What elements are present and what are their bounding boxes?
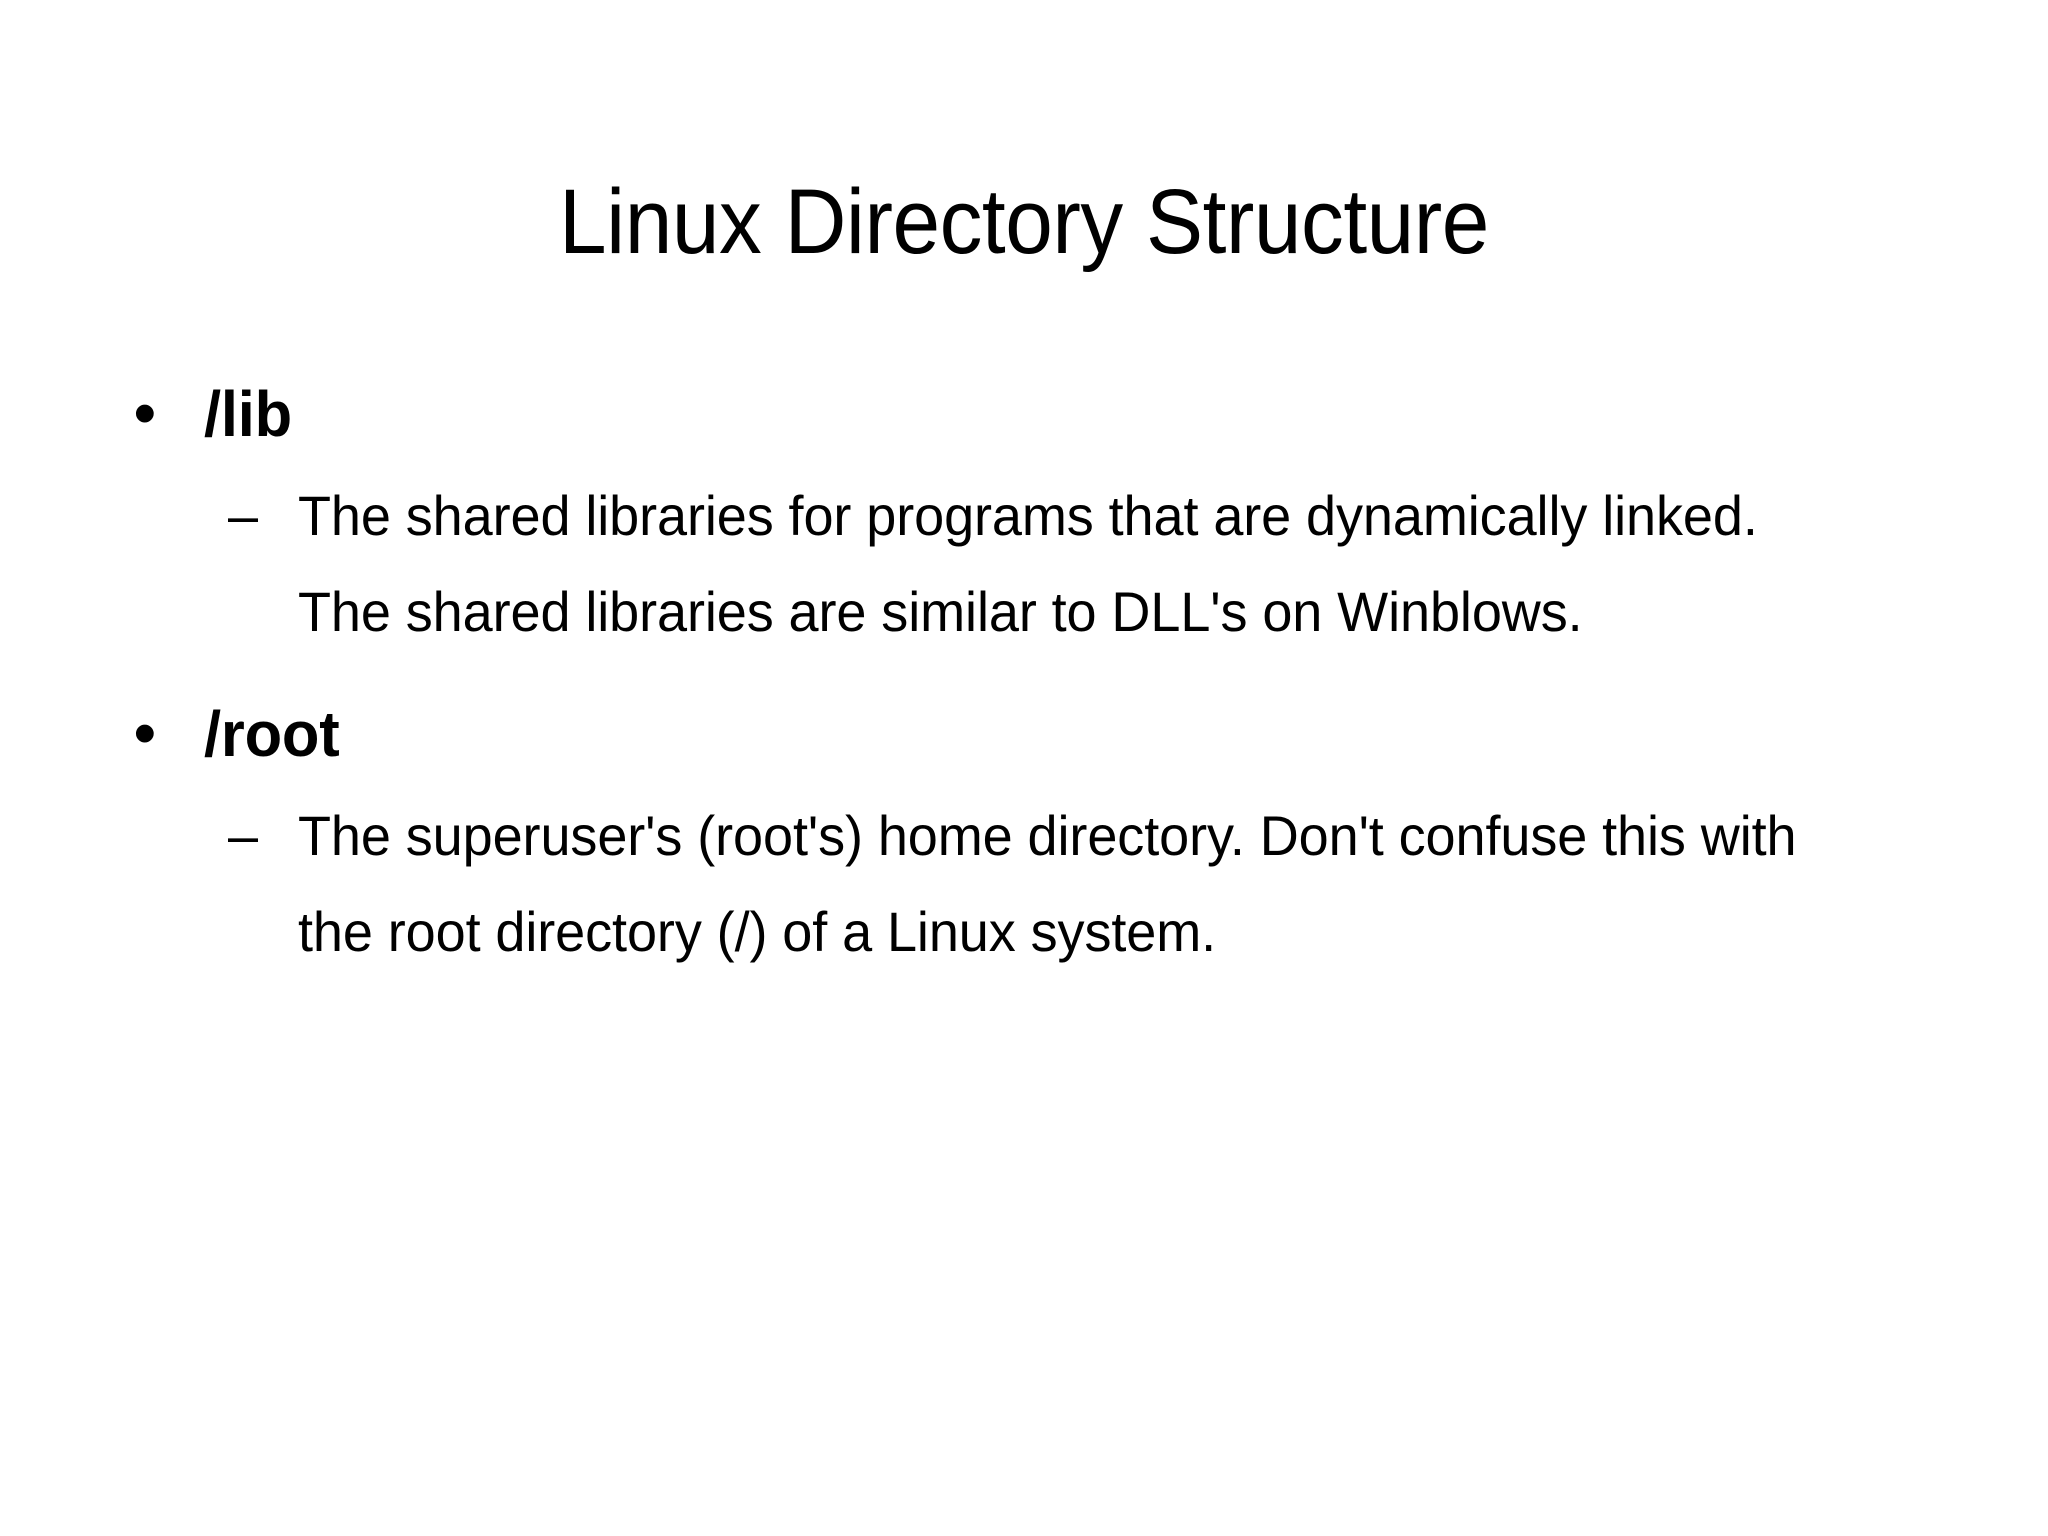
bullet-dash-icon: – — [228, 486, 259, 546]
sub-bullet-item-lib: – The shared libraries for programs that… — [120, 468, 1950, 660]
bullet-item-lib: • /lib — [120, 370, 1950, 458]
bullet-dash-icon: – — [228, 806, 259, 866]
sub-bullet-text-lib: The shared libraries for programs that a… — [298, 484, 1758, 643]
page-title: Linux Directory Structure — [559, 170, 1489, 273]
sub-bullet-item-root: – The superuser's (root's) home director… — [120, 788, 1950, 980]
bullet-item-root: • /root — [120, 690, 1950, 778]
group-spacer — [120, 660, 1950, 690]
bullet-dot-icon: • — [134, 379, 156, 448]
bullet-label-lib: /lib — [204, 378, 292, 450]
bullet-dot-icon: • — [134, 699, 156, 768]
bullet-label-root: /root — [204, 698, 340, 770]
slide-body: • /lib – The shared libraries for progra… — [120, 370, 1950, 980]
sub-bullet-text-root: The superuser's (root's) home directory.… — [298, 804, 1797, 963]
